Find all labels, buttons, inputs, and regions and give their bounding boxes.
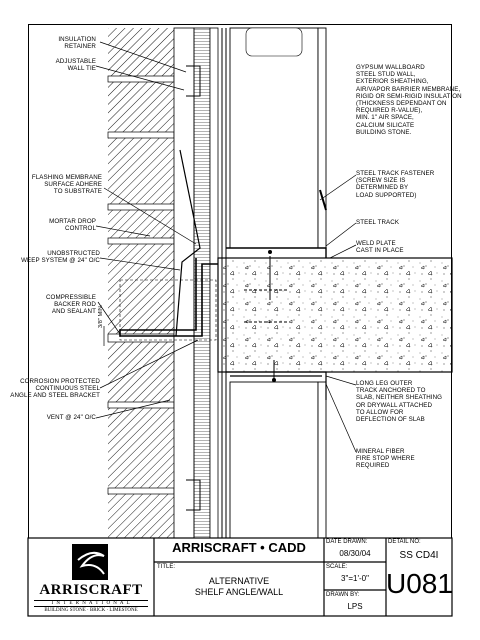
drawn-by-value: LPS xyxy=(347,602,363,611)
date-value: 08/30/04 xyxy=(339,549,371,558)
logo-tagline: BUILDING STONE · BRICK · LIMESTONE xyxy=(44,608,138,613)
label-vent: VENT @ 24" O/C xyxy=(46,414,96,421)
company-header: ARRISCRAFT • CADD xyxy=(172,540,306,555)
detail-label: DETAIL No: xyxy=(388,539,421,545)
logo-subtitle: I N T E R N A T I O N A L xyxy=(34,600,148,607)
dimension-label: 3/8" MIN. xyxy=(98,304,104,328)
logo-name: ARRISCRAFT xyxy=(39,582,143,598)
scale-label: SCALE: xyxy=(326,564,348,570)
label-steel-track: STEEL TRACK xyxy=(356,219,400,226)
detail-number: U081 xyxy=(386,568,453,599)
title-label: TITLE: xyxy=(157,564,176,570)
drawn-by-label: DRAWN BY: xyxy=(326,592,360,598)
date-label: DATE DRAWN: xyxy=(326,539,368,545)
detail-code: SS CD4I xyxy=(399,550,439,561)
company-logo: ARRISCRAFT I N T E R N A T I O N A L BUI… xyxy=(30,582,152,613)
scale-value: 3"=1'-0" xyxy=(341,574,369,583)
